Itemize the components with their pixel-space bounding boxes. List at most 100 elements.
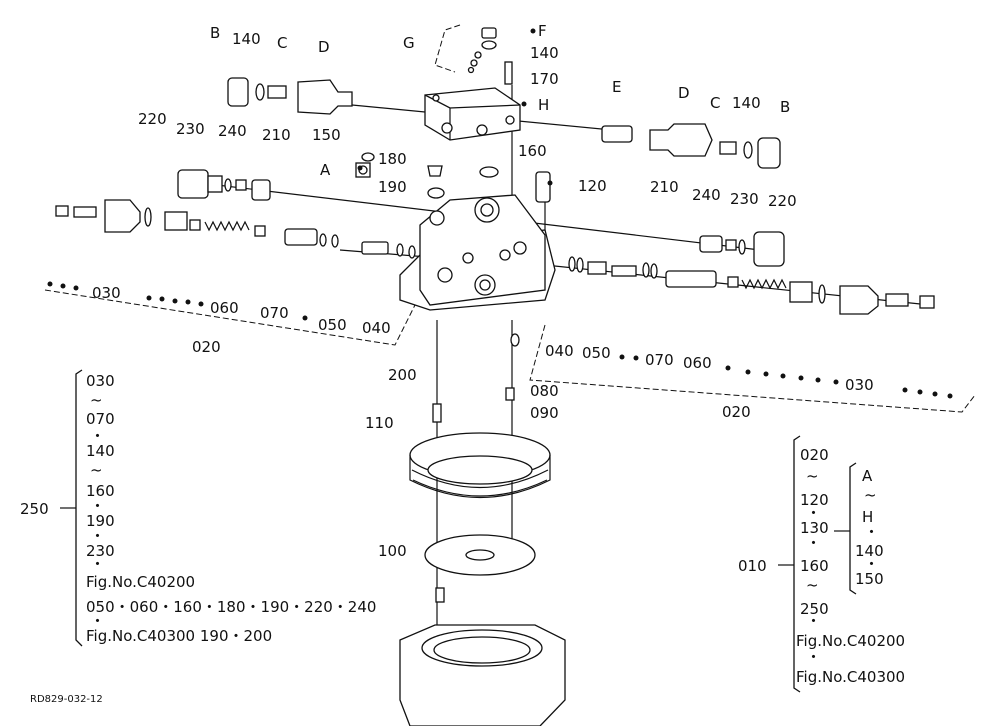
part-labels: B 140 C D G F 140 170 H E D C 140 B 220 … (30, 22, 874, 705)
label-240-right: 240 (692, 186, 721, 204)
label-c-left: C (277, 34, 287, 52)
legend-010-left-3: ・ (806, 504, 821, 522)
label-070-right: 070 (645, 351, 674, 369)
legend-010-left-11: ・ (806, 648, 821, 666)
legend-250-line-8: 190 (86, 512, 115, 530)
label-040-left: 040 (362, 319, 391, 337)
label-030-left: 030 (92, 284, 121, 302)
legend-250-line-4: 140 (86, 442, 115, 460)
label-060-left: 060 (210, 299, 239, 317)
plug-f (467, 27, 513, 85)
lower-components (399, 333, 566, 726)
legend-010-right-3: ・ (864, 523, 879, 541)
legend-250: 250 030 ~ 070 ・ 140 ~ 160 ・ 190 ・ 230 ・ … (20, 369, 376, 647)
label-230-right: 230 (730, 190, 759, 208)
legend-010-left-5: ・ (806, 534, 821, 552)
label-230-left: 230 (176, 120, 205, 138)
legend-010-left-1: ~ (806, 467, 819, 485)
label-220-left: 220 (138, 110, 167, 128)
label-140-left: 140 (232, 30, 261, 48)
label-e: E (612, 78, 621, 96)
right-middle-cartridge (535, 171, 785, 267)
legend-010-right-0: A (862, 467, 873, 485)
label-d-left: D (318, 38, 330, 56)
legend-250-line-1: ~ (90, 391, 103, 409)
legend-250-line-6: 160 (86, 482, 115, 500)
legend-010-left-0: 020 (800, 446, 829, 464)
bracket-g (434, 24, 461, 73)
label-200: 200 (388, 366, 417, 384)
label-140-right: 140 (732, 94, 761, 112)
label-040-right: 040 (545, 342, 574, 360)
label-h: H (538, 96, 549, 114)
legend-250-line-14: ・ (90, 612, 105, 630)
label-060-right: 060 (683, 354, 712, 372)
legend-250-line-0: 030 (86, 372, 115, 390)
label-090: 090 (530, 404, 559, 422)
chain-dots (47, 28, 953, 399)
label-b-right: B (780, 98, 790, 116)
label-b-left: B (210, 24, 220, 42)
legend-010-right-5: ・ (864, 555, 879, 573)
label-080: 080 (530, 382, 559, 400)
label-020-left: 020 (192, 338, 221, 356)
right-upper-cartridge (601, 123, 781, 169)
label-110: 110 (365, 414, 394, 432)
label-210-left: 210 (262, 126, 291, 144)
bracket-right-020 (529, 324, 976, 413)
legend-010-right-4: 140 (855, 542, 884, 560)
legend-010-left-8: 250 (800, 600, 829, 618)
label-190: 190 (378, 178, 407, 196)
legend-010-right-1: ~ (864, 486, 877, 504)
left-lower-cartridge (55, 199, 416, 259)
legend-250-line-3: ・ (90, 427, 105, 445)
legend-010-right-2: H (862, 508, 873, 526)
legend-010-left-6: 160 (800, 557, 829, 575)
right-lower-cartridge (568, 256, 935, 315)
legend-010-left-7: ~ (806, 576, 819, 594)
legend-250-line-11: ・ (90, 555, 105, 573)
left-middle-cartridge (177, 152, 499, 201)
label-180: 180 (378, 150, 407, 168)
legend-250-line-10: 230 (86, 542, 115, 560)
label-240-left: 240 (218, 122, 247, 140)
label-050-right: 050 (582, 344, 611, 362)
legend-010-left-12: Fig.No.C40300 (796, 668, 905, 686)
label-070-left: 070 (260, 304, 289, 322)
legend-250-line-7: ・ (90, 497, 105, 515)
legend-250-line-12: Fig.No.C40200 (86, 573, 195, 591)
label-170: 170 (530, 70, 559, 88)
label-d-right: D (678, 84, 690, 102)
legend-250-line-9: ・ (90, 527, 105, 545)
left-upper-cartridge (227, 77, 353, 115)
label-g: G (403, 34, 415, 52)
label-030-right: 030 (845, 376, 874, 394)
label-120: 120 (578, 177, 607, 195)
bracket-left-020 (44, 289, 416, 346)
legend-250-line-5: ~ (90, 461, 103, 479)
legend-250-line-15: Fig.No.C40300 190・200 (86, 627, 272, 645)
legend-250-line-13: 050・060・160・180・190・220・240 (86, 598, 376, 616)
legend-010-right-6: 150 (855, 570, 884, 588)
label-250: 250 (20, 500, 49, 518)
legend-010-left-10: Fig.No.C40200 (796, 632, 905, 650)
diagram-code: RD829-032-12 (30, 694, 103, 705)
label-050-left: 050 (318, 316, 347, 334)
label-140-top: 140 (530, 44, 559, 62)
label-160-top: 160 (518, 142, 547, 160)
label-f: F (538, 22, 547, 40)
label-150: 150 (312, 126, 341, 144)
main-housing (399, 194, 556, 311)
legend-010: 010 020 ~ 120 ・ 130 ・ 160 ~ 250 ・ Fig.No… (738, 435, 905, 693)
label-c-right: C (710, 94, 720, 112)
legend-250-line-2: 070 (86, 410, 115, 428)
valve-body-h (424, 87, 521, 141)
label-a: A (320, 161, 331, 179)
label-220-right: 220 (768, 192, 797, 210)
legend-010-left-9-dot: ・ (806, 612, 821, 630)
legend-010-left-2: 120 (800, 491, 829, 509)
label-020-right: 020 (722, 403, 751, 421)
label-010: 010 (738, 557, 767, 575)
